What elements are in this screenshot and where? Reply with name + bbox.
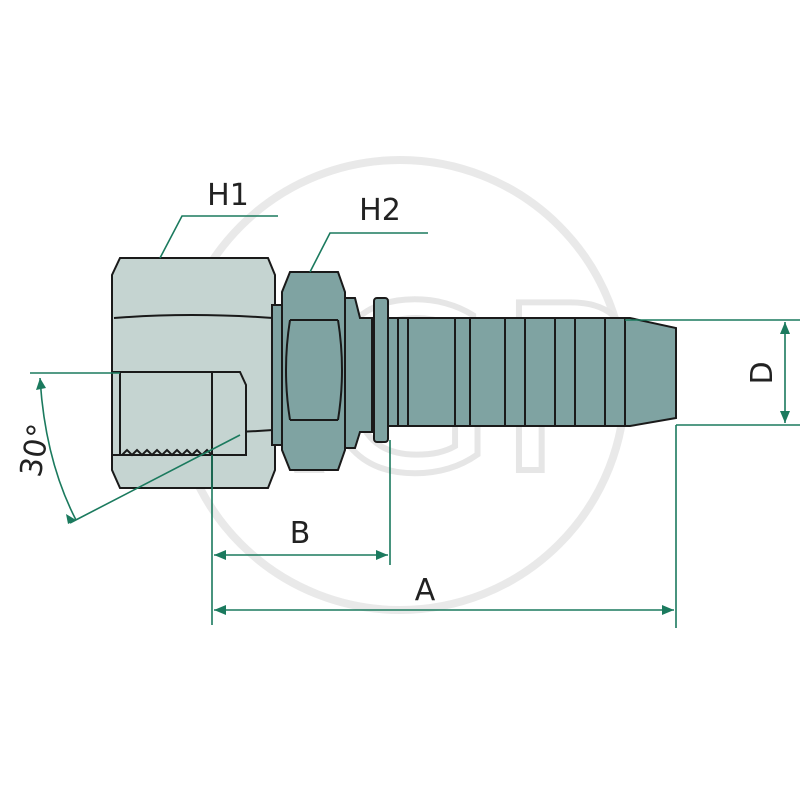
label-b: B — [290, 516, 311, 551]
nut-h1 — [111, 257, 276, 489]
h1-leader — [159, 215, 278, 259]
label-a: A — [415, 573, 436, 608]
angle-dimension — [30, 372, 241, 524]
arrowheads — [36, 322, 790, 615]
ab-dimensions — [211, 425, 677, 628]
label-angle: 30° — [14, 421, 58, 479]
dimension-lines — [30, 215, 800, 628]
label-h1: H1 — [207, 178, 249, 213]
d-dimension — [625, 319, 800, 426]
h2-leader — [309, 232, 428, 273]
label-d: D — [745, 361, 780, 384]
nut-h2 — [271, 271, 389, 471]
hose-tail — [387, 317, 677, 427]
label-h2: H2 — [359, 193, 401, 228]
